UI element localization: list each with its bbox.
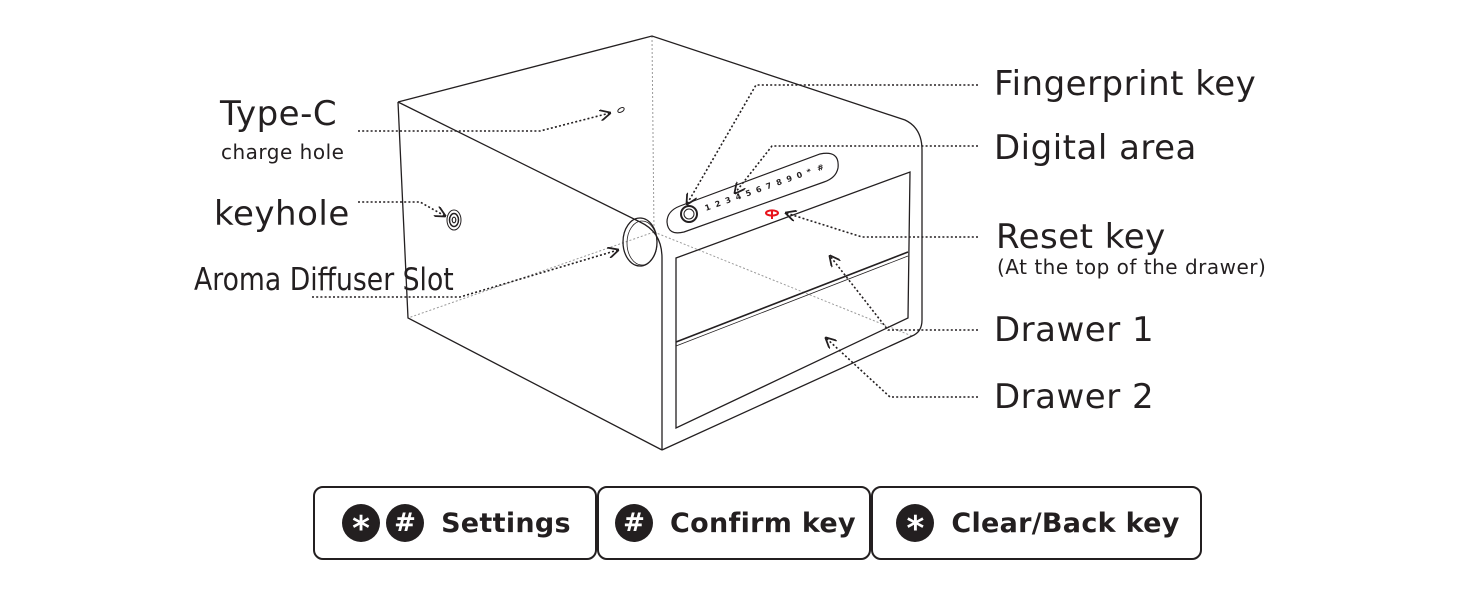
hash-key-icon: # — [615, 504, 654, 542]
legend-clear-back-label: Clear/Back key — [951, 507, 1180, 539]
keypad-digit: 1 — [704, 202, 713, 213]
keypad-digit: 9 — [785, 174, 794, 185]
label-aroma-diffuser: Aroma Diffuser Slot — [194, 262, 454, 298]
keypad-digit: 7 — [765, 181, 773, 191]
legend-confirm-label: Confirm key — [670, 507, 856, 539]
leader-aroma — [312, 250, 618, 298]
hash-key-icon: # — [386, 504, 425, 542]
leader-digital — [735, 145, 978, 193]
hidden-edges — [407, 35, 913, 337]
keypad-digit: 5 — [744, 188, 753, 199]
leader-fingerprint — [687, 84, 978, 204]
legend-settings-label: Settings — [441, 507, 571, 539]
label-fingerprint-key: Fingerprint key — [994, 64, 1257, 104]
star-key-icon: * — [896, 504, 935, 546]
fingerprint-sensor — [680, 205, 698, 223]
keypad-digit: # — [816, 162, 826, 173]
keypad-digit: 2 — [714, 199, 722, 209]
label-drawer-1: Drawer 1 — [994, 310, 1155, 350]
label-type-c-sub: charge hole — [221, 140, 345, 164]
keyhole — [446, 209, 462, 231]
label-drawer-2: Drawer 2 — [994, 377, 1155, 417]
star-key-icon: * — [342, 504, 381, 546]
keypad-digit: 6 — [755, 184, 764, 195]
keypad-digit: 4 — [734, 192, 743, 203]
label-type-c: Type-C — [220, 94, 338, 134]
type-c-port — [617, 107, 625, 113]
label-reset-key: Reset key — [996, 217, 1166, 257]
leader-lines — [312, 84, 978, 398]
keypad-digit: 8 — [775, 177, 784, 188]
reset-key-mark — [765, 209, 779, 219]
leader-keyhole — [358, 201, 445, 216]
label-keyhole: keyhole — [214, 194, 350, 234]
drawer-frame — [675, 171, 911, 430]
safe-body — [397, 35, 923, 451]
leader-reset — [786, 213, 978, 238]
keypad-digit: 3 — [724, 195, 732, 205]
top-face — [397, 35, 923, 151]
leader-type-c — [358, 113, 610, 132]
label-reset-key-sub: (At the top of the drawer) — [997, 255, 1267, 279]
label-digital-area: Digital area — [994, 128, 1197, 168]
left-face — [397, 101, 663, 451]
legend-settings: * # Settings — [313, 486, 597, 560]
aroma-diffuser-slot — [622, 217, 658, 267]
legend-confirm-key: # Confirm key — [597, 486, 871, 560]
keypad-digit: 0 — [795, 170, 804, 181]
leader-drawer2 — [826, 338, 978, 398]
drawer-divider — [675, 251, 909, 343]
keypad-digit: * — [806, 167, 814, 177]
legend-clear-back-key: * Clear/Back key — [871, 486, 1202, 560]
leader-drawer1 — [830, 256, 978, 331]
